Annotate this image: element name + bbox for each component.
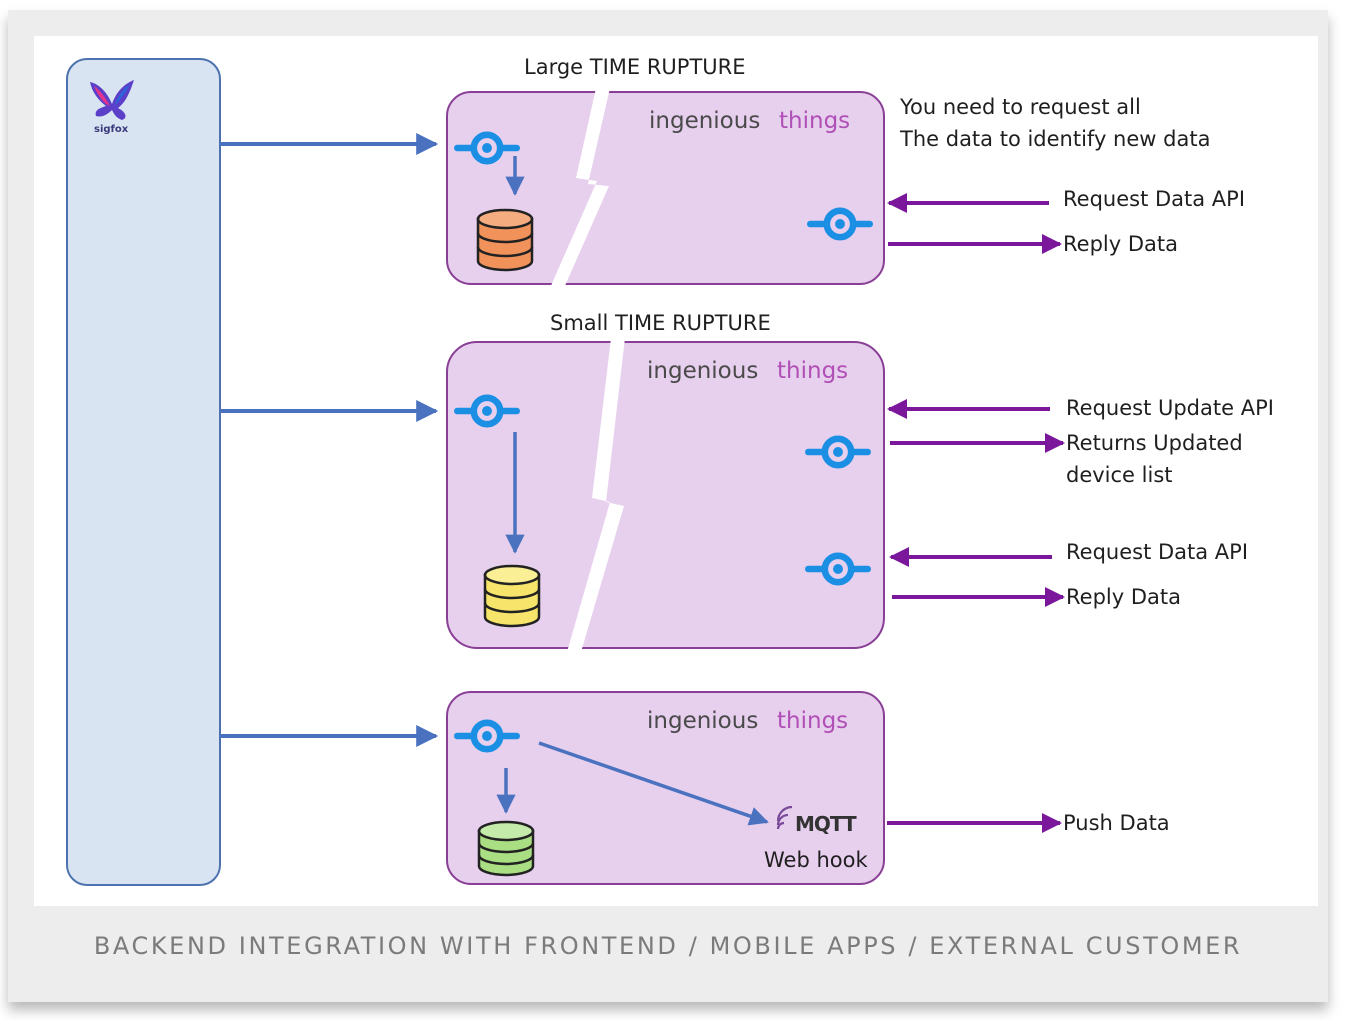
- panel1-request-label: Request Data API: [1063, 187, 1245, 211]
- panel2-rupture-bolt: [567, 338, 625, 652]
- push-data-label: Push Data: [1063, 811, 1170, 835]
- panel2-update-reply-line2: device list: [1066, 463, 1173, 487]
- sigfox-logo-label: sigfox: [94, 124, 129, 135]
- mqtt-logo: MQTT: [776, 805, 858, 836]
- sigfox-column: [66, 58, 221, 886]
- webhook-label: Web hook: [764, 848, 868, 872]
- architecture-diagram: sigfox Large TIME RUPTURE ingenious thin…: [66, 55, 1274, 886]
- panel1-title: Large TIME RUPTURE: [524, 55, 746, 79]
- panel2-update-reply-line1: Returns Updated: [1066, 431, 1243, 455]
- panel1-box: [446, 91, 885, 285]
- panel2-box: [446, 341, 885, 649]
- panel2-reply-label: Reply Data: [1066, 585, 1181, 609]
- database-icon: [483, 564, 541, 628]
- sigfox-logo: sigfox: [90, 80, 134, 135]
- brand-text: ingenious: [647, 708, 758, 734]
- panel2-title: Small TIME RUPTURE: [550, 311, 771, 335]
- database-icon: [477, 820, 535, 877]
- panel3-brand: ingenious things: [647, 708, 848, 734]
- panel2-update-request-label: Request Update API: [1066, 396, 1274, 420]
- panel1-rupture-bolt: [550, 88, 610, 288]
- brand-text: ingenious: [649, 108, 760, 134]
- diagram-canvas: sigfox Large TIME RUPTURE ingenious thin…: [34, 36, 1318, 906]
- database-icon: [476, 208, 534, 272]
- figure-card: sigfox Large TIME RUPTURE ingenious thin…: [8, 10, 1328, 1002]
- mqtt-label: MQTT: [795, 812, 857, 836]
- figure-caption: BACKEND INTEGRATION WITH FRONTEND / MOBI…: [93, 932, 1243, 960]
- brand-accent-text: things: [777, 708, 848, 734]
- panel2-request-label: Request Data API: [1066, 540, 1248, 564]
- brand-text: ingenious: [647, 358, 758, 384]
- panel2-brand: ingenious things: [647, 358, 848, 384]
- panel1-reply-label: Reply Data: [1063, 232, 1178, 256]
- brand-accent-text: things: [777, 358, 848, 384]
- panel3-to-mqtt-arrow: [538, 741, 769, 826]
- panel1-brand: ingenious things: [649, 108, 850, 134]
- panel1-note-line1: You need to request all: [899, 95, 1141, 119]
- panel1-note-line2: The data to identify new data: [899, 127, 1210, 151]
- brand-accent-text: things: [779, 108, 850, 134]
